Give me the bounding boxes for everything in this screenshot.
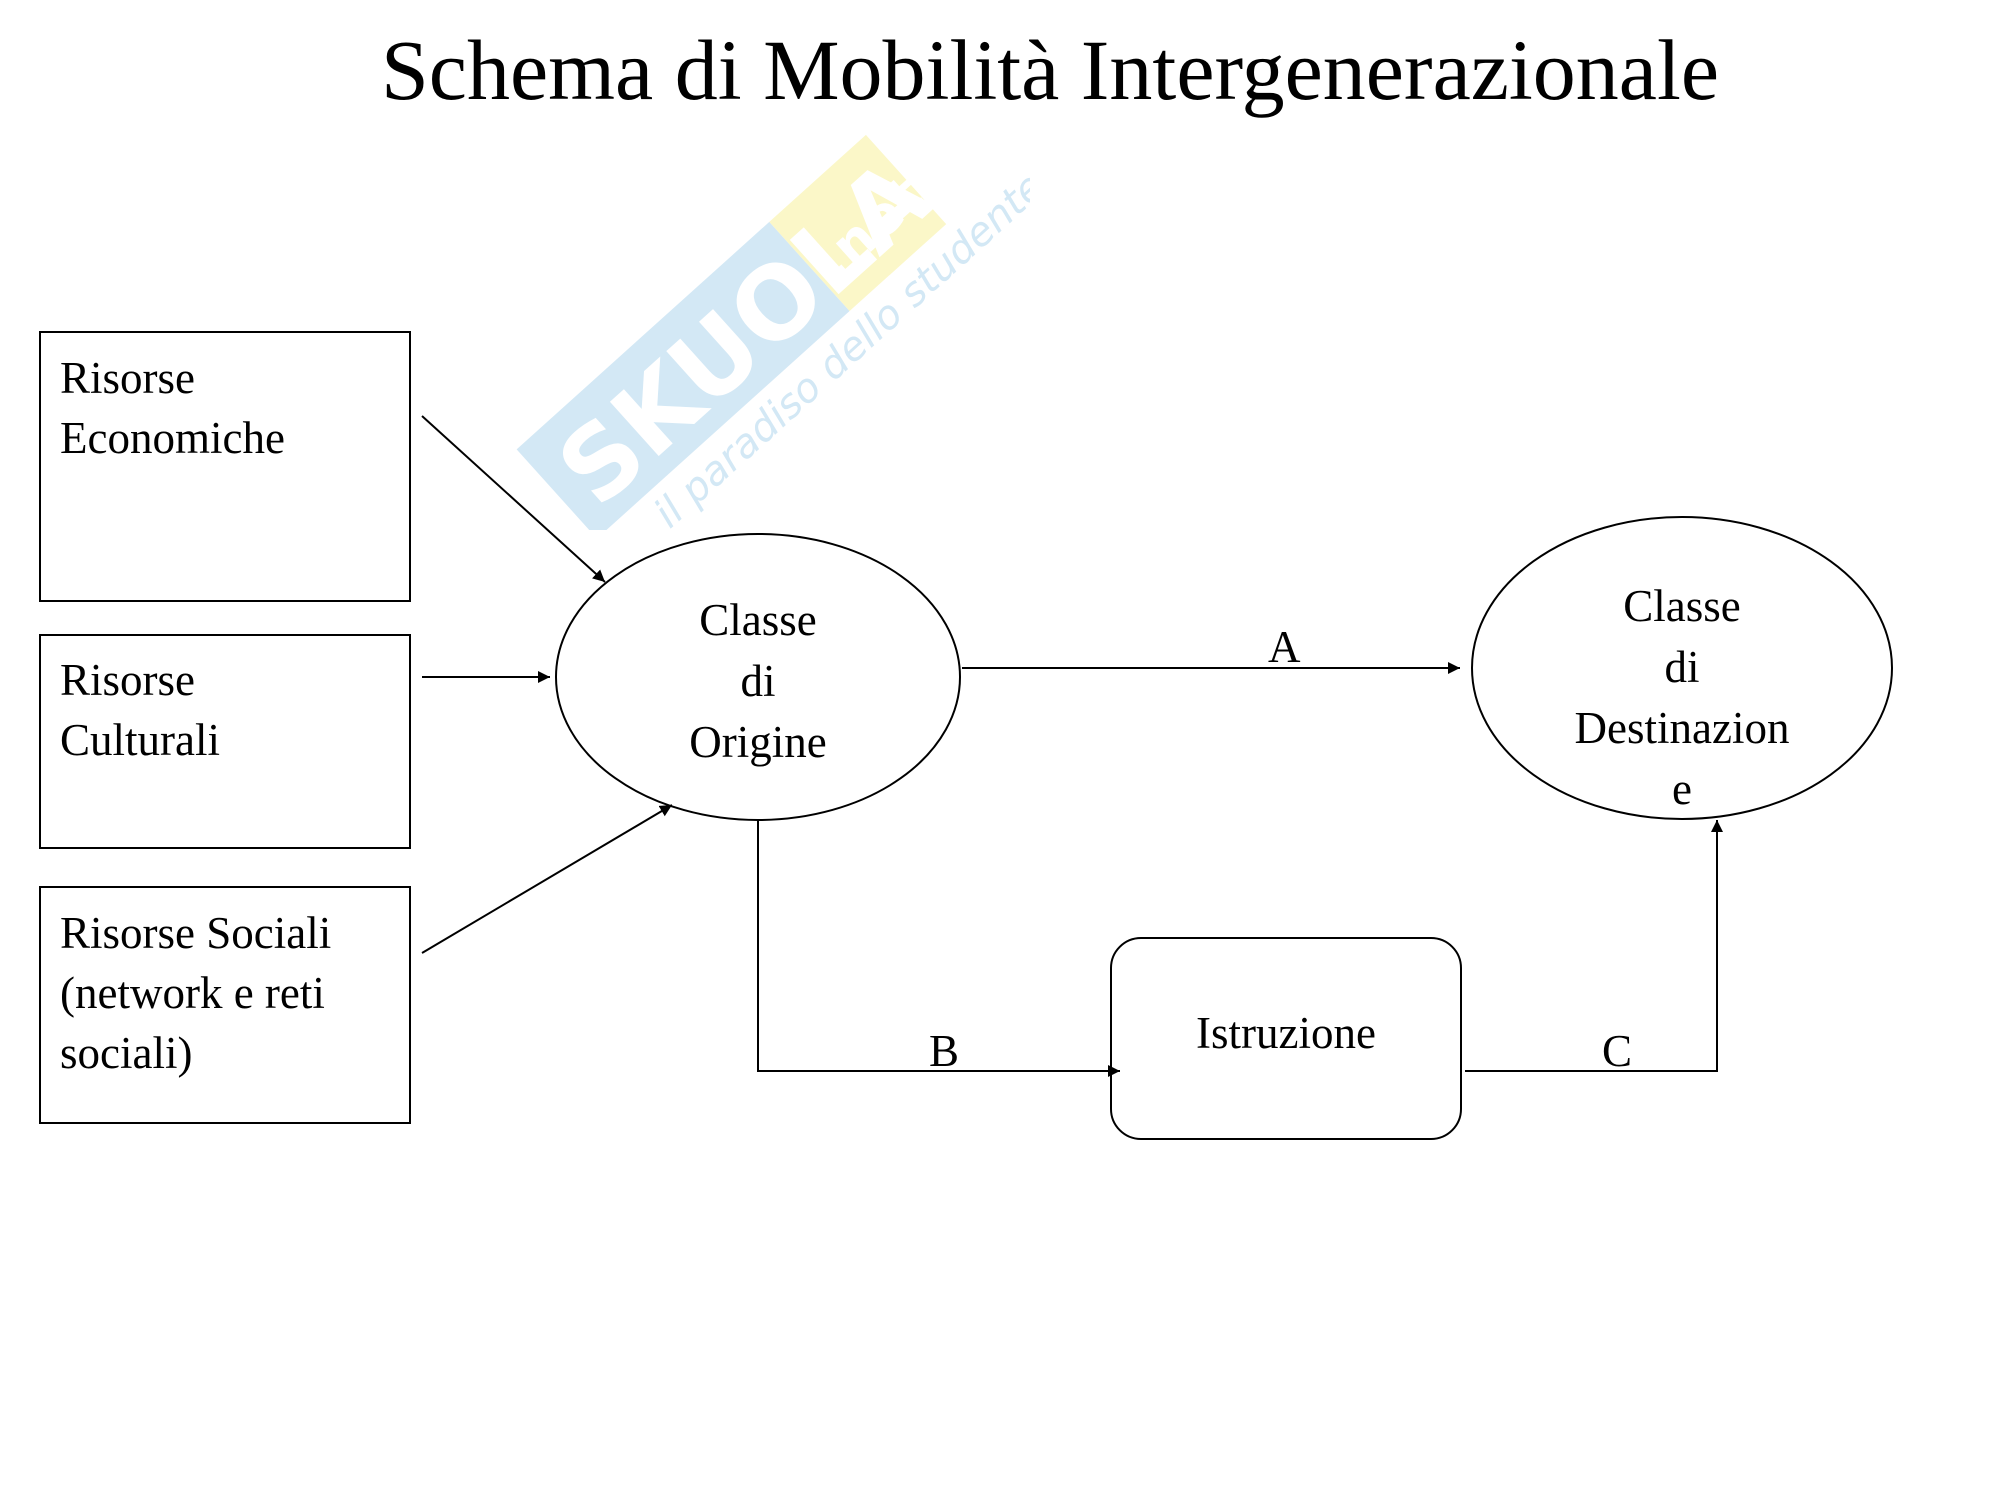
edge-label-c: C (1602, 1026, 1633, 1076)
text-line: Risorse Sociali (60, 908, 332, 958)
edge-label-b: B (929, 1026, 960, 1076)
arrow-b (757, 820, 1120, 1077)
box-risorse-culturali (39, 634, 411, 849)
text-line: e (1672, 764, 1692, 814)
text-line: Culturali (60, 715, 220, 765)
classe-destinazione-label: Classe di Destinazion e (1532, 576, 1832, 820)
box-istruzione (1110, 937, 1462, 1140)
ellipse-classe-destinazione (1471, 516, 1893, 820)
text-line: Origine (689, 717, 827, 767)
risorse-economiche-label: Risorse Economiche (60, 348, 285, 468)
edge-label-a: A (1268, 622, 1301, 672)
box-risorse-economiche (39, 331, 411, 602)
risorse-culturali-label: Risorse Culturali (60, 650, 220, 770)
arrow-sociali-to-origine (421, 804, 673, 954)
classe-origine-label: Classe di Origine (608, 590, 908, 773)
istruzione-label: Istruzione (1196, 1008, 1376, 1058)
text-line: Classe (699, 595, 817, 645)
page-title: Schema di Mobilità Intergenerazionale (380, 22, 1720, 118)
arrow-c (1465, 820, 1723, 1072)
text-line: di (740, 656, 776, 706)
risorse-sociali-label: Risorse Sociali (network e reti sociali) (60, 903, 331, 1083)
text-line: sociali) (60, 1028, 193, 1078)
arrow-economiche-to-origine (421, 415, 606, 583)
text-line: Destinazion (1574, 703, 1790, 753)
text-line: Risorse (60, 353, 195, 403)
text-line: Economiche (60, 413, 285, 463)
box-risorse-sociali (39, 886, 411, 1124)
text-line: Risorse (60, 655, 195, 705)
text-line: Classe (1623, 581, 1741, 631)
text-line: (network e reti (60, 968, 325, 1018)
text-line: di (1664, 642, 1700, 692)
